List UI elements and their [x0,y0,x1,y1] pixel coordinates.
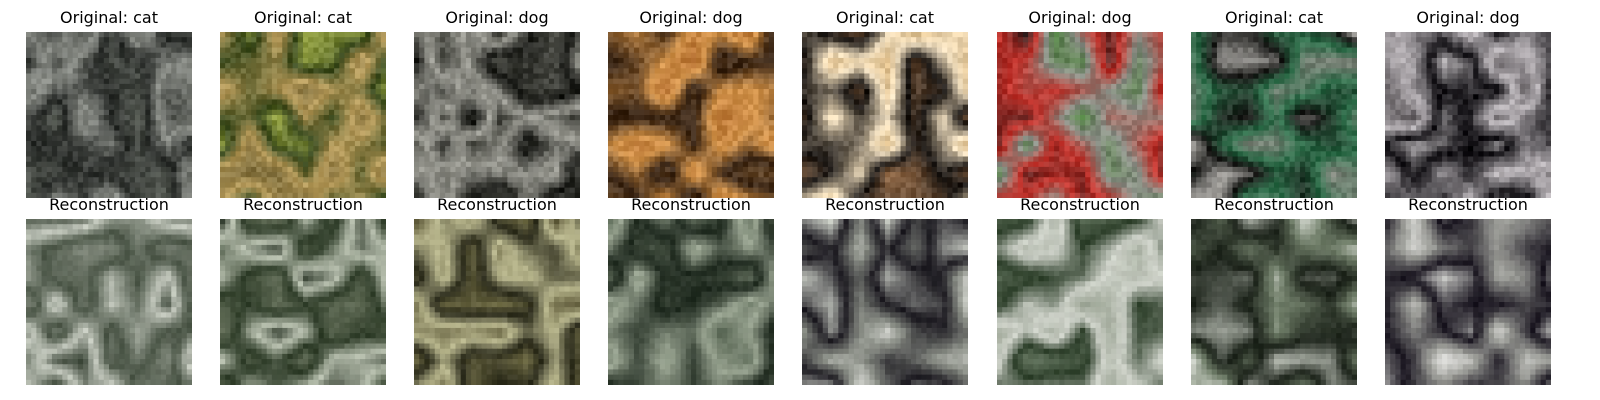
reconstruction-image [414,219,580,385]
original-image [414,32,580,198]
reconstruction-title: Reconstruction [631,195,751,214]
reconstruction-title: Reconstruction [243,195,363,214]
original-pixel-image [997,32,1163,198]
original-title: Original: cat [60,8,158,27]
original-image [997,32,1163,198]
original-title: Original: dog [1028,8,1132,27]
original-image [1385,32,1551,198]
reconstruction-image [26,219,192,385]
reconstruction-image [1385,219,1551,385]
reconstruction-title: Reconstruction [1408,195,1528,214]
reconstruction-pixel-image [1191,219,1357,385]
reconstruction-pixel-image [220,219,386,385]
reconstruction-image [608,219,774,385]
original-pixel-image [608,32,774,198]
reconstruction-image [997,219,1163,385]
reconstruction-pixel-image [26,219,192,385]
original-title: Original: dog [1416,8,1520,27]
original-pixel-image [1191,32,1357,198]
original-title: Original: cat [836,8,934,27]
original-title: Original: dog [639,8,743,27]
reconstruction-pixel-image [608,219,774,385]
original-title: Original: cat [1225,8,1323,27]
reconstruction-title: Reconstruction [49,195,169,214]
original-pixel-image [414,32,580,198]
original-pixel-image [26,32,192,198]
original-image [1191,32,1357,198]
reconstruction-pixel-image [802,219,968,385]
reconstruction-image [220,219,386,385]
reconstruction-pixel-image [997,219,1163,385]
reconstruction-title: Reconstruction [825,195,945,214]
reconstruction-image [802,219,968,385]
reconstruction-pixel-image [414,219,580,385]
original-title: Original: cat [254,8,352,27]
original-image [26,32,192,198]
original-image [802,32,968,198]
original-pixel-image [220,32,386,198]
reconstruction-title: Reconstruction [437,195,557,214]
original-pixel-image [802,32,968,198]
reconstruction-title: Reconstruction [1020,195,1140,214]
original-image [220,32,386,198]
original-pixel-image [1385,32,1551,198]
original-title: Original: dog [445,8,549,27]
reconstruction-image [1191,219,1357,385]
reconstruction-title: Reconstruction [1214,195,1334,214]
original-image [608,32,774,198]
reconstruction-pixel-image [1385,219,1551,385]
